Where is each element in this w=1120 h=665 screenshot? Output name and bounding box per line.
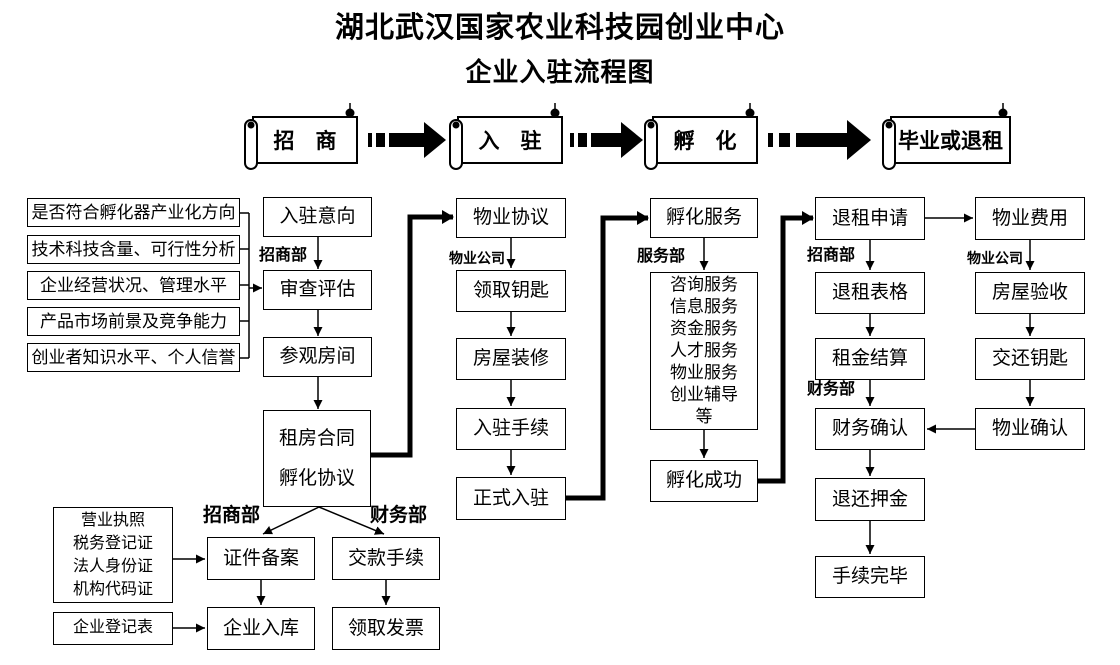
document-line-2: 税务登记证	[72, 535, 153, 552]
service-line-1: 咨询服务	[670, 275, 738, 294]
node-criterion-direction: 是否符合孵化器产业化方向	[27, 198, 240, 227]
node-receive-invoice: 领取发票	[332, 607, 440, 650]
node-property-agreement: 物业协议	[456, 198, 566, 238]
node-property-confirm: 物业确认	[975, 408, 1085, 450]
page-title-block: 湖北武汉国家农业科技园创业中心 企业入驻流程图	[0, 4, 1120, 89]
flow-arrows	[173, 213, 1035, 633]
stage-label-recruit: 招 商	[273, 129, 337, 153]
page-title: 湖北武汉国家农业科技园创业中心	[334, 12, 785, 44]
service-line-2: 信息服务	[670, 297, 738, 316]
label-property-company-1: 物业公司	[449, 250, 505, 266]
node-criterion-credit: 创业者知识水平、个人信誉	[27, 343, 240, 372]
node-entry-procedure: 入驻手续	[456, 408, 566, 450]
label-dept-recruit-bottom: 招商部	[203, 505, 261, 526]
node-criterion-market: 产品市场前景及竞争能力	[27, 307, 240, 336]
node-finance-confirm: 财务确认	[815, 408, 925, 450]
node-property-fee: 物业费用	[975, 197, 1085, 240]
node-review-assess: 审查评估	[263, 270, 372, 310]
stage-scroll-incubation	[644, 103, 758, 170]
node-house-inspection: 房屋验收	[975, 272, 1085, 314]
stage-scroll-graduation	[882, 103, 1011, 170]
thick-connectors	[371, 210, 814, 501]
contract-line-1: 租房合同	[278, 427, 355, 449]
node-deposit-refund: 退还押金	[815, 478, 925, 521]
node-entry-intent: 入驻意向	[263, 197, 372, 237]
node-collect-keys: 领取钥匙	[456, 270, 566, 312]
document-line-3: 法人身份证	[72, 558, 153, 575]
service-line-5: 物业服务	[670, 363, 738, 382]
label-dept-service: 服务部	[637, 248, 686, 265]
node-payment-procedure: 交款手续	[332, 537, 440, 580]
node-certificate-filing: 证件备案	[207, 537, 315, 580]
stage-arrow-3	[768, 120, 871, 160]
label-dept-recruit-2: 招商部	[807, 247, 856, 264]
node-exit-form: 退租表格	[815, 272, 925, 314]
node-criterion-feasibility: 技术科技含量、可行性分析	[27, 235, 240, 264]
criteria-bracket	[240, 212, 250, 359]
stage-label-incubation: 孵 化	[673, 129, 737, 153]
contract-line-2: 孵化协议	[278, 467, 355, 489]
node-lease-contract: 租房合同 孵化协议	[263, 410, 371, 507]
node-incubation-success: 孵化成功	[650, 460, 758, 502]
stage-scroll-recruit	[244, 103, 358, 170]
service-line-3: 资金服务	[670, 319, 738, 338]
node-house-decoration: 房屋装修	[456, 338, 566, 380]
node-lease-exit-apply: 退租申请	[815, 197, 925, 240]
page-subtitle: 企业入驻流程图	[465, 58, 655, 87]
label-property-company-2: 物业公司	[967, 250, 1023, 266]
node-license-documents: 营业执照 税务登记证 法人身份证 机构代码证	[53, 507, 173, 603]
node-procedure-complete: 手续完毕	[815, 556, 925, 598]
node-criterion-management: 企业经营状况、管理水平	[27, 271, 240, 300]
service-line-4: 人才服务	[670, 341, 738, 360]
node-return-keys: 交还钥匙	[975, 338, 1085, 380]
label-dept-recruit-1: 招商部	[259, 247, 308, 264]
label-dept-finance-bottom: 财务部	[370, 505, 428, 526]
label-dept-finance: 财务部	[807, 381, 856, 398]
node-service-list: 咨询服务 信息服务 资金服务 人才服务 物业服务 创业辅导 等	[650, 272, 758, 430]
node-incubation-service: 孵化服务	[650, 198, 758, 238]
stage-arrow-2	[570, 122, 643, 158]
document-line-4: 机构代码证	[72, 581, 153, 598]
stage-label-entry: 入 驻	[478, 129, 542, 153]
node-rent-settlement: 租金结算	[815, 338, 925, 380]
stage-label-graduation: 毕业或退租	[898, 129, 1003, 153]
node-registration-form: 企业登记表	[53, 612, 173, 645]
node-enterprise-archive: 企业入库	[207, 607, 315, 650]
node-official-entry: 正式入驻	[456, 477, 566, 520]
node-visit-rooms: 参观房间	[263, 337, 372, 377]
document-line-1: 营业执照	[80, 512, 145, 529]
stage-arrow-1	[368, 122, 446, 158]
service-line-6: 创业辅导	[670, 385, 738, 404]
service-line-7: 等	[695, 407, 713, 426]
stage-scroll-entry	[449, 103, 563, 170]
